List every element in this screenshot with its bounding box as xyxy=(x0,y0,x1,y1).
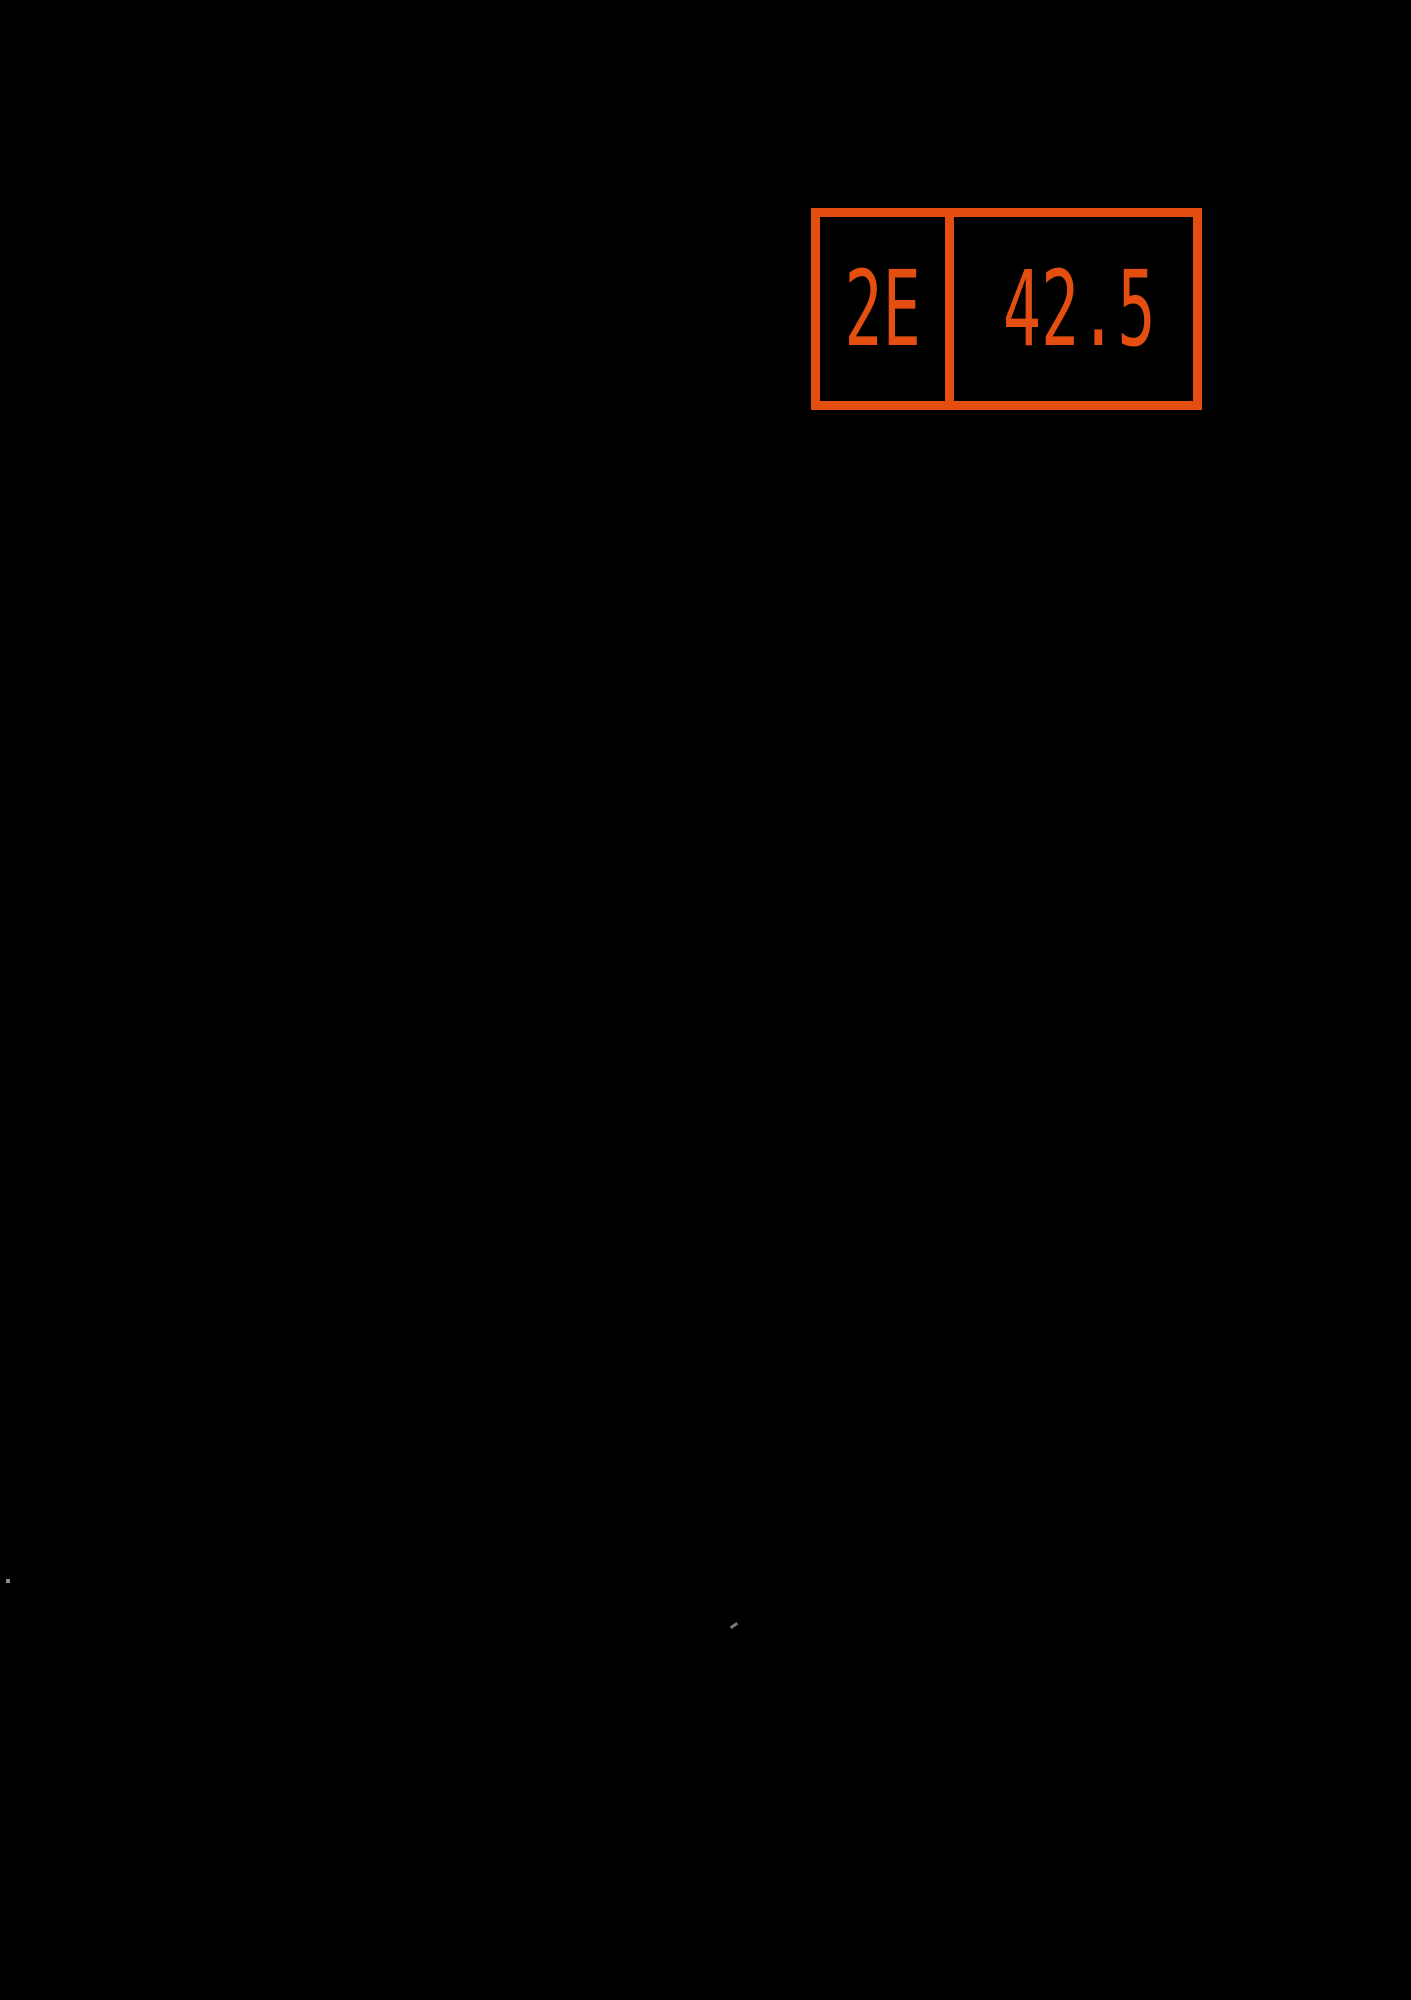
noise-speck xyxy=(729,1621,739,1630)
room-tag: 2E 42.5 xyxy=(811,208,1202,410)
room-area-label: 42.5 xyxy=(1003,248,1156,370)
room-tag-name-cell: 2E xyxy=(820,217,955,401)
room-tag-area-cell: 42.5 xyxy=(954,217,1204,401)
room-name-label: 2E xyxy=(844,248,921,370)
noise-speck xyxy=(6,1579,10,1583)
